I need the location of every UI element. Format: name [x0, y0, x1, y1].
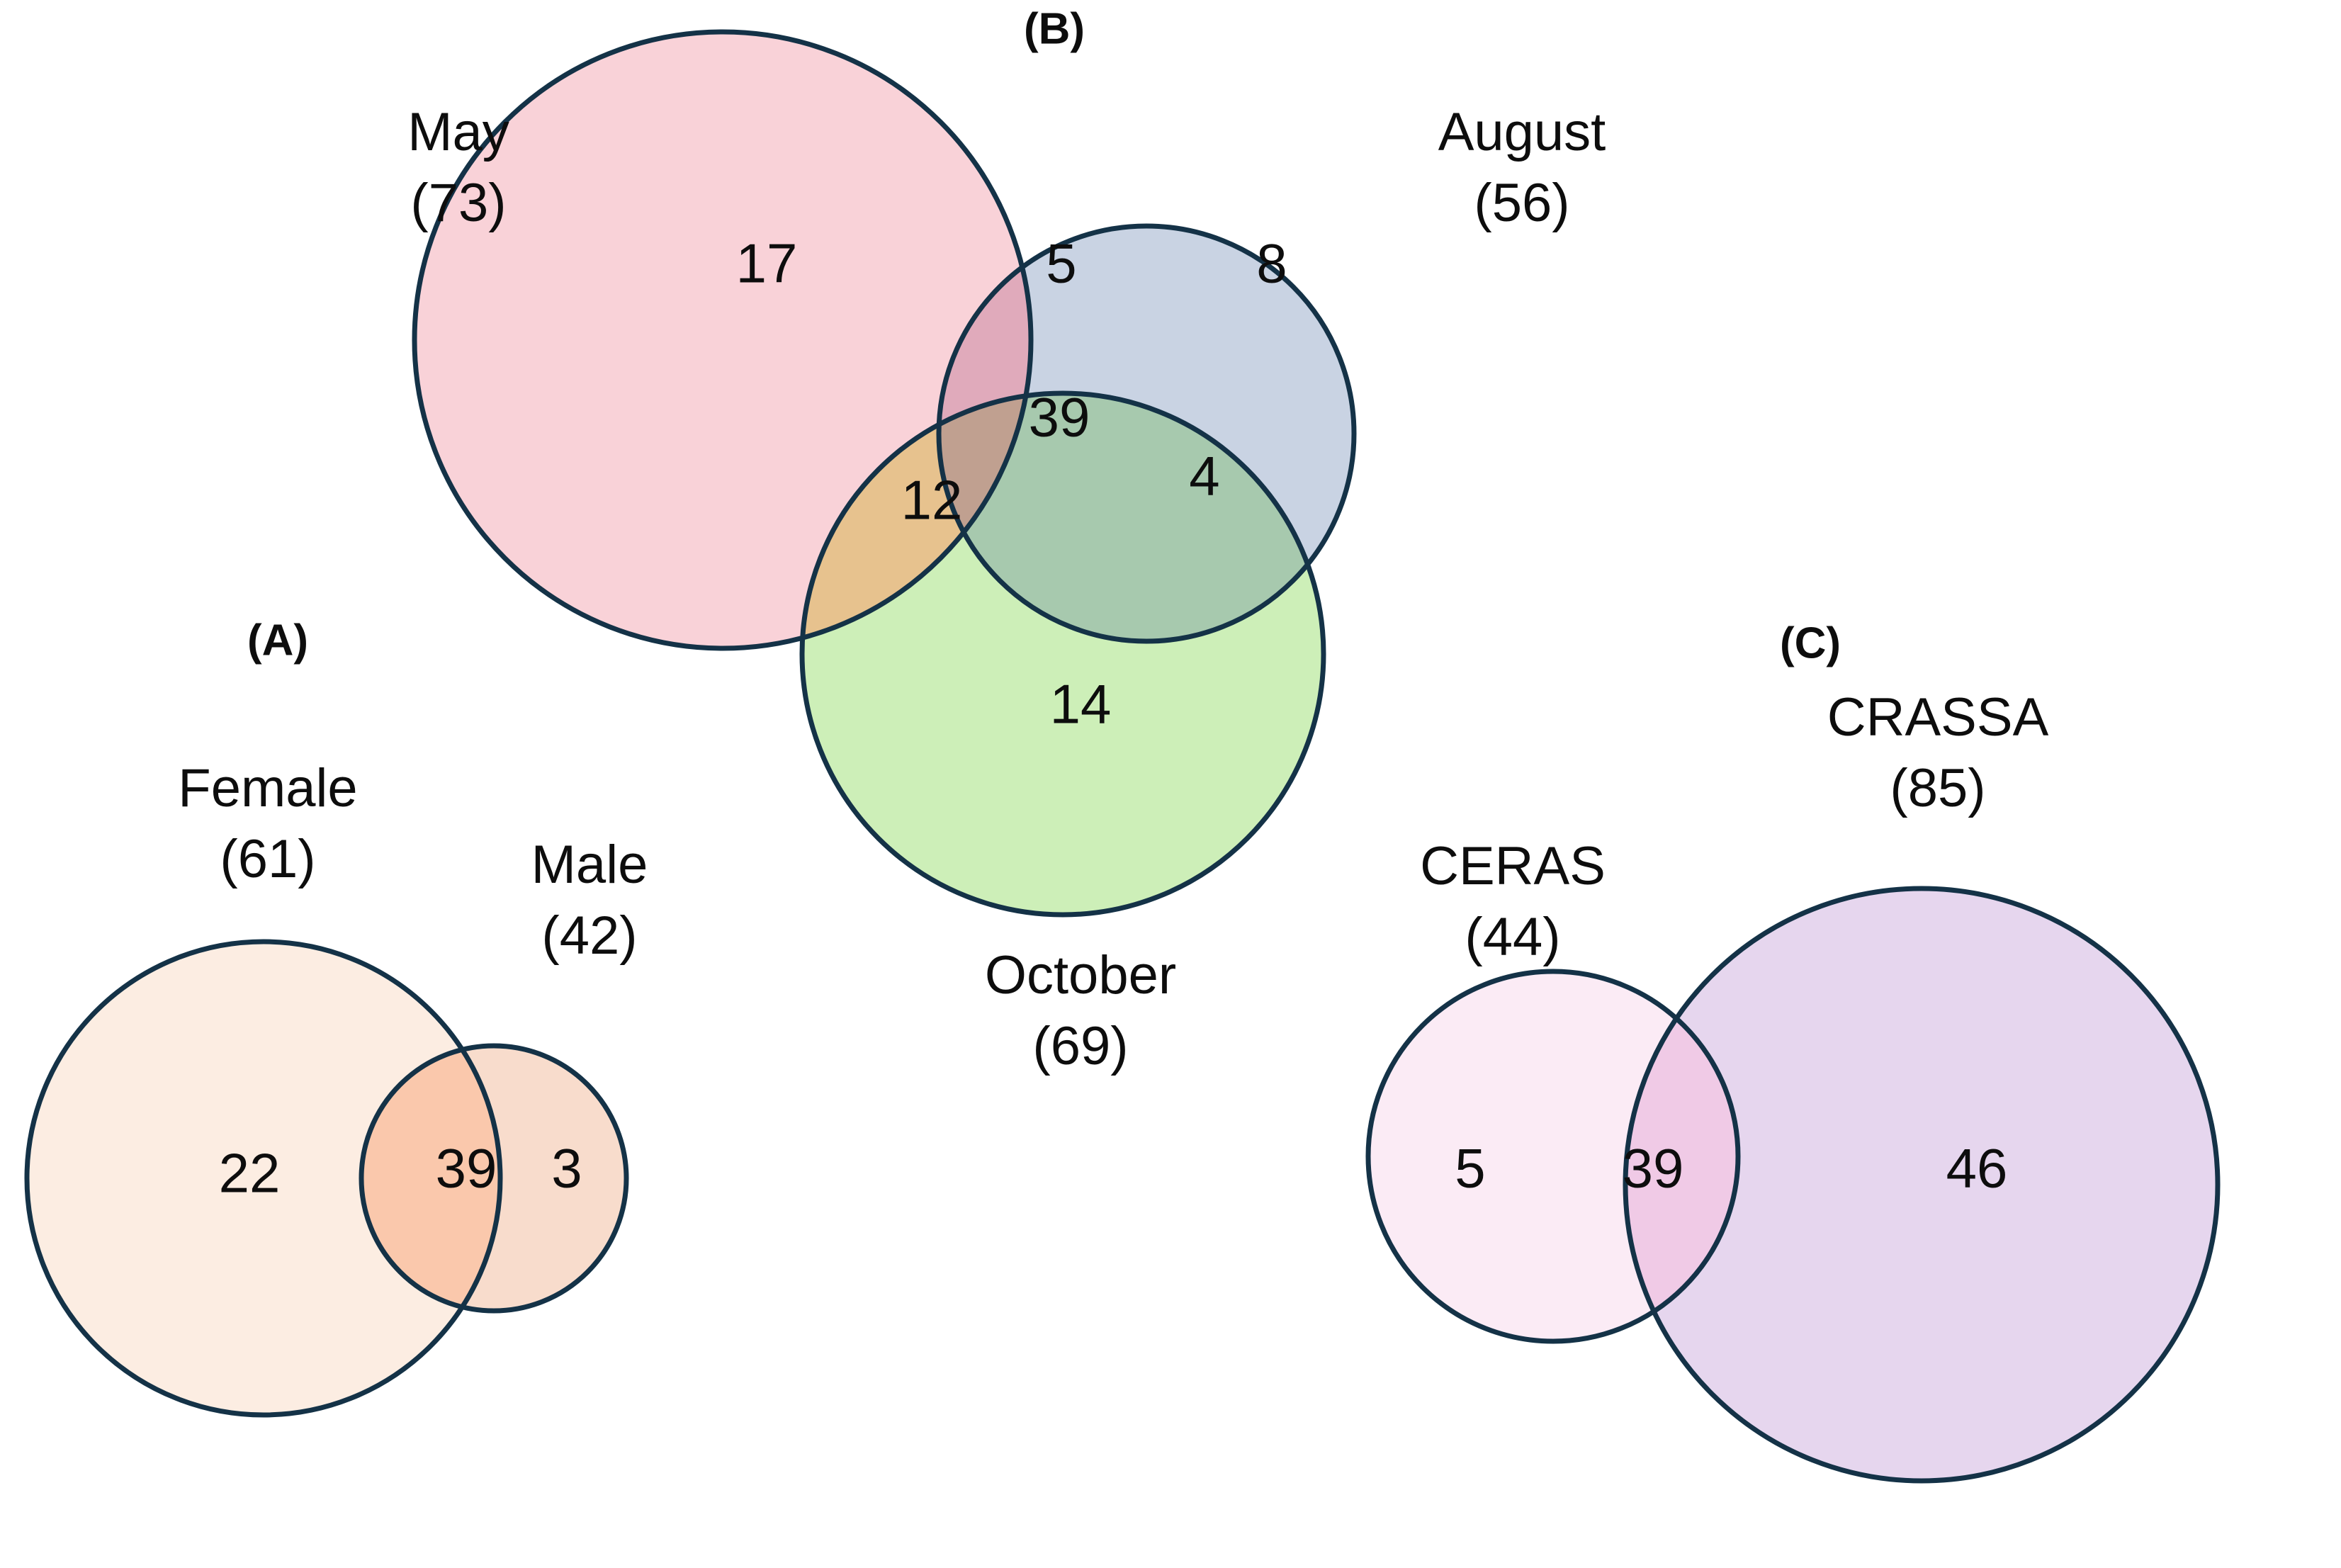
panel-b-region-august-october: 4 [1189, 445, 1219, 507]
panel-b-set-label-august: August [1438, 102, 1606, 162]
panel-b-region-may-only: 17 [736, 232, 798, 295]
panel-b-region-october-only: 14 [1050, 673, 1112, 735]
panel-b-october-outline [799, 390, 1326, 918]
panel-a-set-label-female: Female [178, 758, 357, 818]
panel-b-set-label-may: May [407, 102, 509, 162]
panel-c: (C) CERAS (44) CRASSA (85) 5 39 46 [1365, 619, 2221, 1484]
panel-a-male-outline [359, 1043, 629, 1314]
panel-a-region-female-and-male: 39 [436, 1137, 497, 1200]
panel-c-ceras-outline [1365, 969, 1741, 1344]
panel-c-region-crassa-only: 46 [1946, 1137, 2008, 1200]
panel-a-set-total-male: (42) [541, 906, 637, 966]
panel-b-august-outline [936, 223, 1357, 644]
panel-b-region-may-october: 12 [901, 469, 963, 531]
panel-c-crassa-circle [1625, 889, 2218, 1481]
panel-a-region-male-only: 3 [551, 1137, 582, 1200]
panel-b-tag: (B) [1024, 4, 1085, 53]
panel-b-region-triple: 39 [1029, 386, 1090, 449]
panel-a-set-label-male: Male [531, 835, 648, 895]
panel-a-region-female-only: 22 [219, 1142, 281, 1205]
panel-a-intersection [361, 1046, 500, 1311]
panel-a-female-outline [24, 939, 503, 1418]
panel-a: (A) Female (61) Male (42) 22 39 3 [24, 616, 648, 1418]
panel-b-region-may-august: 5 [1046, 232, 1076, 295]
panel-b-region-august-only: 8 [1256, 232, 1287, 295]
panel-b-set-total-may: (73) [410, 173, 506, 233]
panel-a-female-circle [27, 942, 500, 1415]
panel-b-may-outline [412, 29, 1034, 651]
panel-c-tag: (C) [1780, 619, 1841, 667]
panel-c-set-total-ceras: (44) [1465, 907, 1560, 967]
panel-b-set-total-october: (69) [1032, 1016, 1128, 1076]
panel-a-set-total-female: (61) [220, 829, 315, 889]
panel-c-crassa-outline [1623, 886, 2221, 1484]
panel-b-set-total-august: (56) [1474, 173, 1569, 233]
panel-c-set-label-ceras: CERAS [1420, 836, 1606, 896]
panel-c-set-total-crassa: (85) [1890, 758, 1985, 818]
panel-c-region-ceras-only: 5 [1455, 1137, 1485, 1200]
panel-b-set-label-october: October [985, 945, 1176, 1005]
panel-a-tag: (A) [247, 616, 308, 665]
panel-c-region-ceras-and-crassa: 39 [1623, 1137, 1684, 1200]
panel-c-set-label-crassa: CRASSA [1827, 687, 2049, 748]
